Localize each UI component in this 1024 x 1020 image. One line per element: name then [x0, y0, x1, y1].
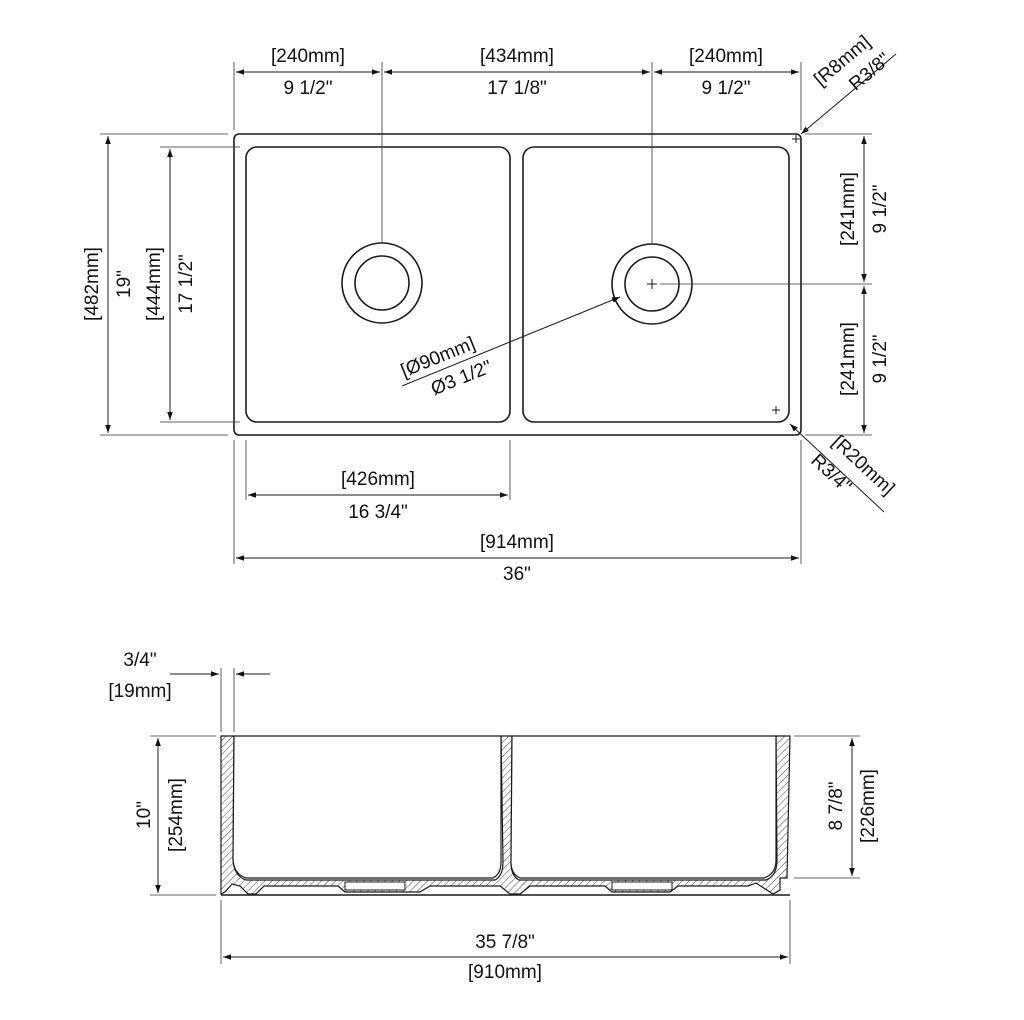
- left-offset-mm: [240mm]: [271, 46, 345, 67]
- overall-depth-inch: 19": [114, 270, 135, 298]
- sink-section: [220, 735, 791, 895]
- bowl-depth-inch: 17 1/2": [176, 254, 197, 314]
- top-width-dimensions: [240mm] 9 1/2" [434mm] 17 1/8" [240mm] 9…: [233, 46, 802, 244]
- left-drain-opening: [344, 881, 406, 891]
- top-view: [240mm] 9 1/2" [434mm] 17 1/8" [240mm] 9…: [82, 32, 898, 585]
- overall-height-dimension: 10" [254mm]: [134, 735, 216, 896]
- bowl-width-mm: [426mm]: [341, 469, 415, 490]
- sink-outer-rim: [233, 133, 802, 436]
- right-drain-opening: [611, 881, 673, 891]
- right-drain-position-dimensions: [241mm] 9 1/2" [241mm] 9 1/2": [660, 133, 891, 436]
- left-depth-dimensions: [482mm] 19" [444mm] 17 1/2": [82, 133, 240, 436]
- bowl-height-inch: 8 7/8": [826, 781, 847, 830]
- right-bowl: [522, 146, 790, 423]
- left-offset-inch: 9 1/2": [283, 78, 332, 99]
- bowl-height-dimension: 8 7/8" [226mm]: [794, 735, 879, 879]
- overall-depth-mm: [482mm]: [82, 247, 103, 321]
- left-bowl-section: [232, 735, 502, 879]
- overall-width-dimension: [914mm] 36": [233, 440, 802, 585]
- drain-spacing-mm: [434mm]: [480, 46, 554, 67]
- left-drain: [341, 242, 423, 324]
- base-width-mm: [910mm]: [468, 962, 542, 983]
- right-offset-mm: [240mm]: [689, 46, 763, 67]
- wall-thickness-dimension: 3/4" [19mm]: [108, 650, 270, 732]
- base-width-dimension: 35 7/8" [910mm]: [220, 900, 791, 983]
- bowl-width-inch: 16 3/4": [348, 502, 408, 523]
- drain-spacing-inch: 17 1/8": [487, 78, 547, 99]
- drain-diameter-callout: [Ø90mm] Ø3 1/2": [398, 296, 621, 400]
- bowl-width-dimension: [426mm] 16 3/4": [245, 440, 511, 523]
- overall-width-mm: [914mm]: [480, 532, 554, 553]
- right-bowl-section: [510, 735, 777, 879]
- wall-thickness-inch: 3/4": [123, 650, 156, 671]
- overall-height-inch: 10": [134, 801, 155, 829]
- drain-to-front-inch: 9 1/2": [870, 334, 891, 383]
- overall-width-inch: 36": [503, 564, 531, 585]
- bowl-depth-mm: [444mm]: [144, 247, 165, 321]
- left-bowl: [245, 146, 511, 423]
- bowl-height-mm: [226mm]: [858, 769, 879, 843]
- corner-marks: [772, 135, 800, 414]
- drain-to-back-inch: 9 1/2": [870, 184, 891, 233]
- drain-to-front-mm: [241mm]: [838, 322, 859, 396]
- wall-thickness-mm: [19mm]: [108, 681, 171, 702]
- outer-corner-callout: [R8mm] R3/8": [800, 32, 897, 135]
- drain-to-back-mm: [241mm]: [838, 172, 859, 246]
- overall-height-mm: [254mm]: [166, 778, 187, 852]
- front-view: 3/4" [19mm] 10" [254mm] 8 7/8" [226mm] 3…: [108, 650, 879, 983]
- right-offset-inch: 9 1/2": [701, 78, 750, 99]
- inner-corner-callout: [R20mm] R3/4": [789, 423, 898, 513]
- base-width-inch: 35 7/8": [475, 932, 535, 953]
